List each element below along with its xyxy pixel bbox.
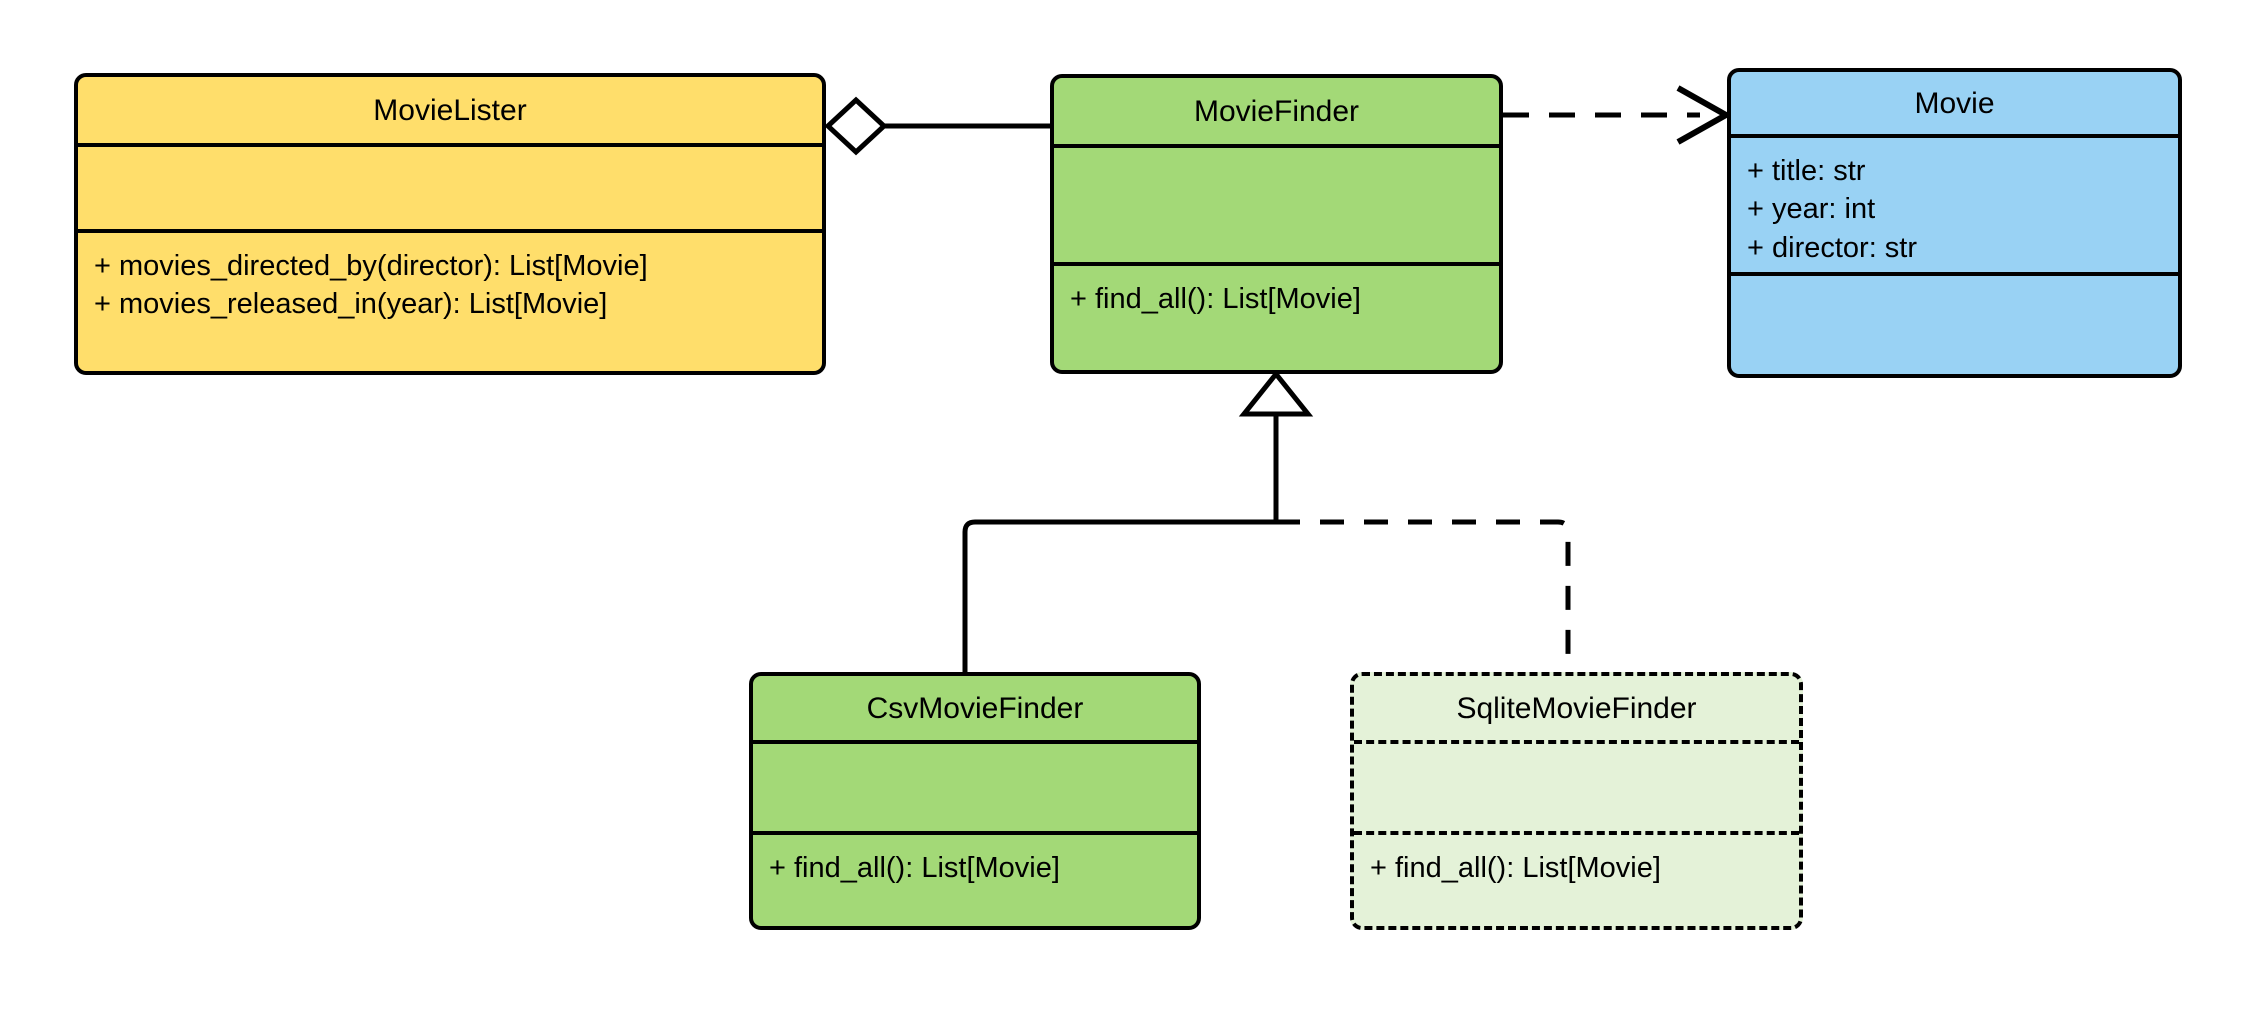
uml-class-movie-lister[interactable]: MovieLister + movies_directed_by(directo…: [74, 73, 826, 375]
method-line: + find_all(): List[Movie]: [1370, 852, 1661, 884]
aggregation-lister-finder: [824, 96, 1050, 156]
method-line: + find_all(): List[Movie]: [769, 852, 1060, 884]
methods-compartment: + find_all(): List[Movie]: [753, 831, 1197, 926]
uml-class-movie-finder[interactable]: MovieFinder + find_all(): List[Movie]: [1050, 74, 1503, 374]
csv-branch-line: [962, 519, 1276, 672]
method-line: + movies_directed_by(director): List[Mov…: [94, 250, 648, 282]
attribute-line: + director: str: [1747, 231, 1918, 264]
method-line: + find_all(): List[Movie]: [1070, 283, 1361, 315]
class-name-compartment: Movie: [1731, 72, 2178, 134]
attributes-compartment: [1354, 740, 1799, 831]
class-name-label: CsvMovieFinder: [866, 691, 1084, 725]
uml-class-movie[interactable]: Movie + title: str + year: int + directo…: [1727, 68, 2182, 378]
class-name-compartment: MovieLister: [78, 77, 822, 143]
hollow-diamond-marker: [824, 96, 888, 156]
methods-compartment: + find_all(): List[Movie]: [1054, 262, 1499, 370]
attribute-line: + title: str: [1747, 155, 1866, 187]
class-name-label: MovieFinder: [1193, 94, 1360, 128]
inheritance-sqlite-finder: [1276, 519, 1571, 672]
uml-class-sqlite-movie-finder[interactable]: SqliteMovieFinder + find_all(): List[Mov…: [1350, 672, 1803, 930]
attributes-compartment: [78, 143, 822, 229]
methods-compartment: + movies_directed_by(director): List[Mov…: [78, 229, 822, 371]
class-name-label: Movie: [1914, 86, 1995, 120]
uml-class-csv-movie-finder[interactable]: CsvMovieFinder + find_all(): List[Movie]: [749, 672, 1201, 930]
attribute-line: + year: int: [1747, 193, 1876, 226]
class-name-compartment: SqliteMovieFinder: [1354, 676, 1799, 740]
method-line: + movies_released_in(year): List[Movie]: [94, 288, 608, 321]
methods-compartment: + find_all(): List[Movie]: [1354, 831, 1799, 926]
inheritance-csv-finder: [962, 519, 1276, 672]
attributes-compartment: [753, 740, 1197, 831]
attributes-compartment: + title: str + year: int + director: str: [1731, 134, 2178, 272]
hollow-triangle-marker: [1238, 369, 1314, 417]
methods-compartment: [1731, 272, 2178, 374]
generalization-trunk: [1238, 369, 1314, 522]
class-name-compartment: MovieFinder: [1054, 78, 1499, 144]
open-arrow-marker: [1676, 85, 1733, 145]
class-name-label: SqliteMovieFinder: [1456, 691, 1697, 725]
class-name-compartment: CsvMovieFinder: [753, 676, 1197, 740]
dependency-finder-movie: [1503, 85, 1733, 145]
sqlite-branch-line: [1276, 519, 1571, 672]
attributes-compartment: [1054, 144, 1499, 262]
class-name-label: MovieLister: [373, 93, 527, 127]
